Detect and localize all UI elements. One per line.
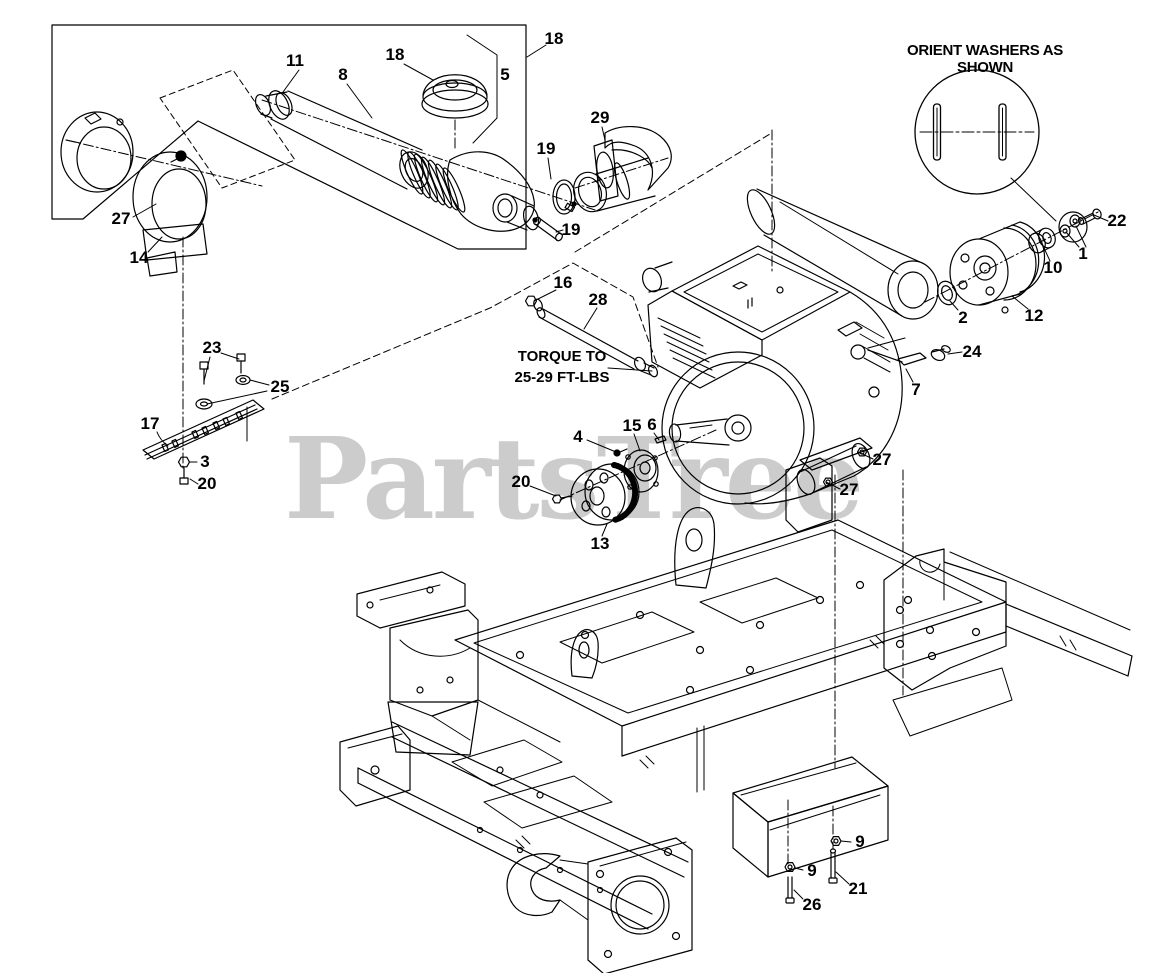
clutch-group — [551, 429, 717, 526]
engine-assembly — [641, 188, 951, 533]
callout-27: 27 — [872, 450, 892, 469]
callout-16: 16 — [553, 273, 573, 292]
orient-washers-inset — [914, 69, 1057, 222]
axis-lines — [574, 129, 904, 865]
callout-7: 7 — [911, 380, 921, 399]
callout-25: 25 — [270, 377, 290, 396]
callout-9: 9 — [855, 832, 865, 851]
torque-note-line2: 25-29 FT-LBS — [514, 369, 610, 386]
callout-8: 8 — [338, 65, 348, 84]
callout-23: 23 — [202, 338, 222, 357]
callout-22: 22 — [1107, 211, 1127, 230]
torque-rod-group — [271, 262, 659, 400]
leader-lines — [132, 34, 1109, 900]
callout-18: 18 — [385, 45, 405, 64]
callout-3: 3 — [200, 452, 210, 471]
callout-5: 5 — [500, 65, 510, 84]
callout-27: 27 — [111, 209, 131, 228]
callout-20: 20 — [197, 474, 217, 493]
callout-19: 19 — [536, 139, 556, 158]
callout-15: 15 — [622, 416, 642, 435]
callout-13: 13 — [590, 534, 610, 553]
callout-20: 20 — [511, 472, 531, 491]
torque-note: TORQUE TO 25-29 FT-LBS — [504, 346, 620, 388]
callout-6: 6 — [647, 415, 657, 434]
orient-washers-note: ORIENT WASHERS AS SHOWN — [906, 42, 1064, 76]
torque-note-line1: TORQUE TO — [517, 348, 607, 365]
frame-assembly — [339, 507, 1133, 973]
callout-19: 19 — [561, 220, 581, 239]
air-cleaner-inset-box — [51, 24, 596, 277]
watermark: PartsTree — [284, 414, 864, 545]
pulley-group — [924, 208, 1102, 314]
callout-27: 27 — [839, 480, 859, 499]
callout-24: 24 — [962, 342, 982, 361]
callout-21: 21 — [848, 879, 868, 898]
callout-4: 4 — [573, 427, 583, 446]
mount-plate-group — [142, 236, 265, 485]
callout-14: 14 — [129, 248, 149, 267]
intake-hose-group — [532, 126, 672, 242]
callout-10: 10 — [1043, 258, 1063, 277]
callout-28: 28 — [588, 290, 608, 309]
callout-26: 26 — [802, 895, 822, 914]
callout-1: 1 — [1078, 244, 1088, 263]
callout-12: 12 — [1024, 306, 1044, 325]
bottom-fasteners — [784, 835, 842, 904]
callout-18: 18 — [544, 29, 564, 48]
callout-29: 29 — [590, 108, 610, 127]
callout-9: 9 — [807, 861, 817, 880]
callout-17: 17 — [140, 414, 160, 433]
callout-11: 11 — [286, 51, 304, 70]
callout-2: 2 — [958, 308, 968, 327]
